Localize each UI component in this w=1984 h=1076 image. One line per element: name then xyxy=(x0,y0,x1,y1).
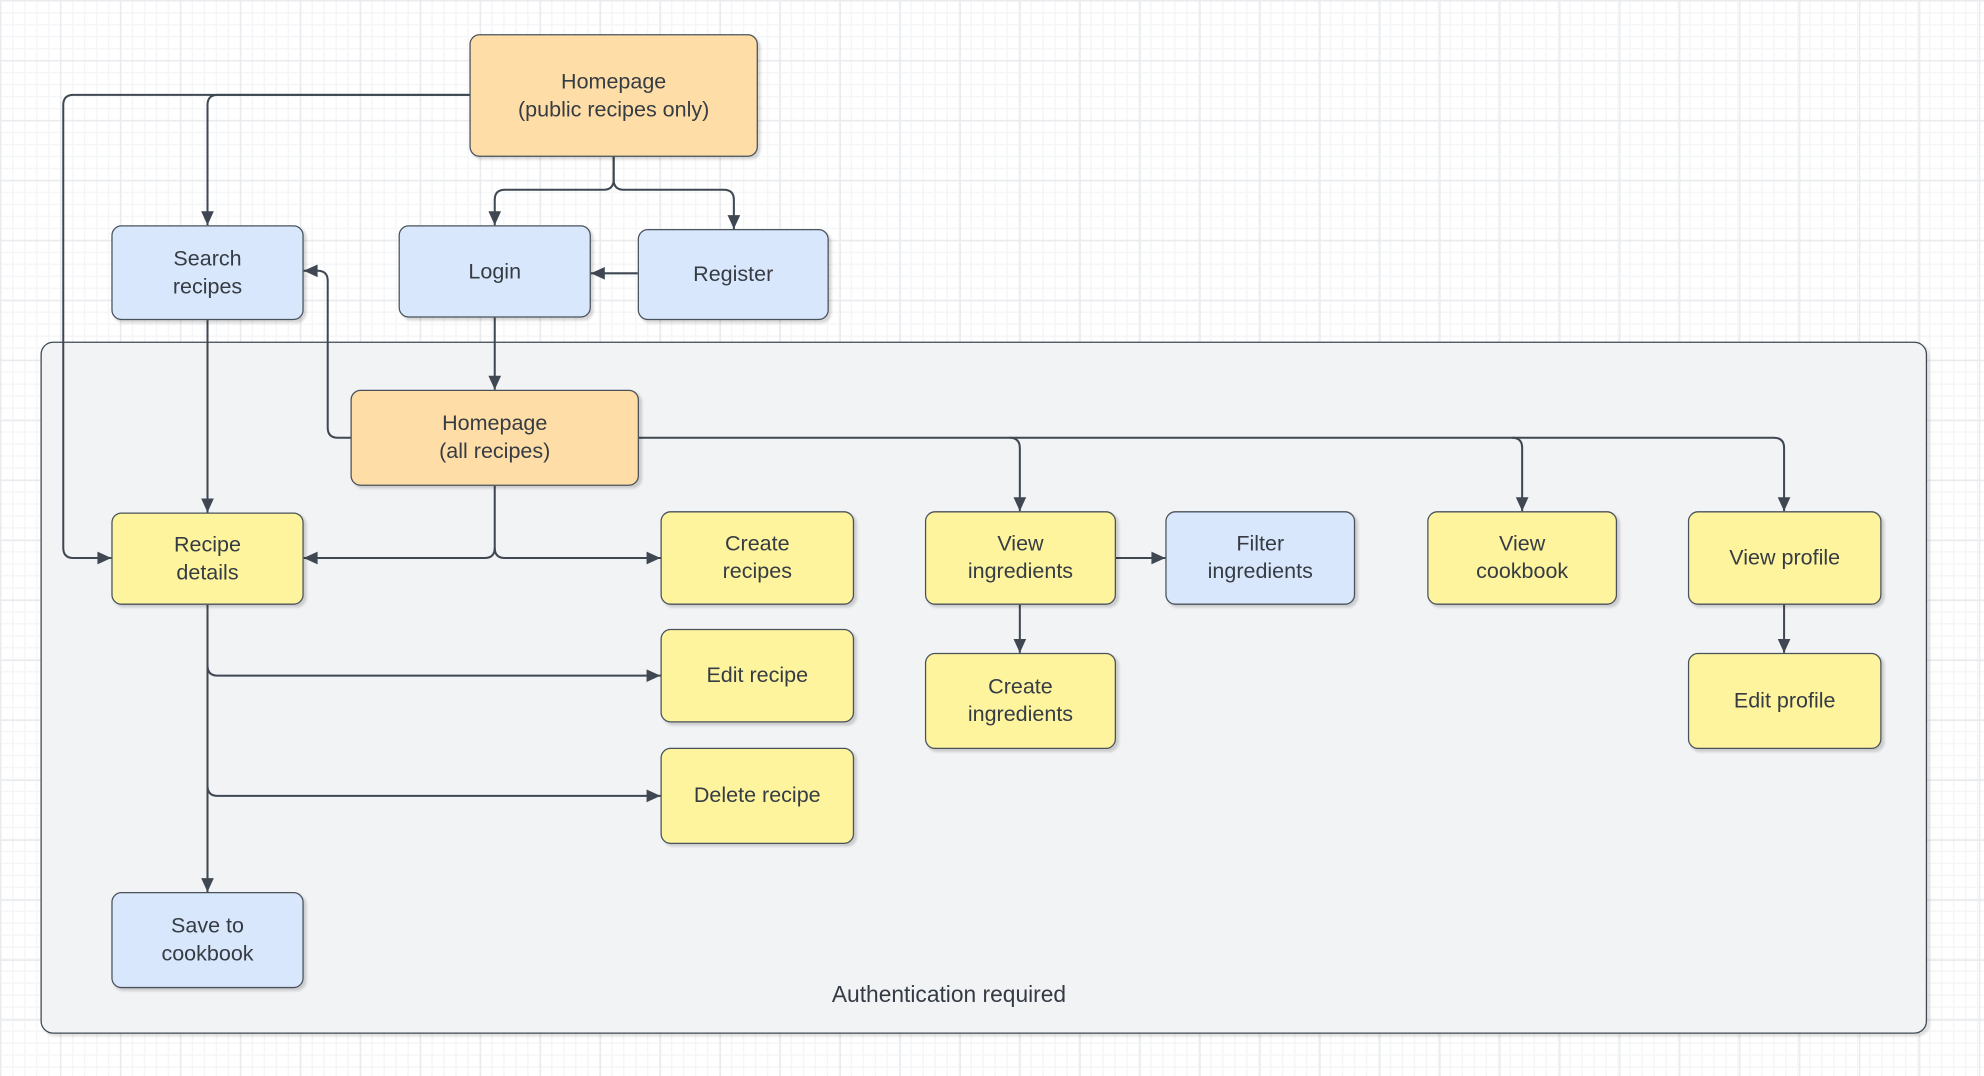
node-homepage-public: Homepage (public recipes only) xyxy=(469,34,758,157)
node-create-recipes: Create recipes xyxy=(660,511,855,605)
node-edit-profile: Edit profile xyxy=(1687,652,1882,750)
node-create-ingredients: Create ingredients xyxy=(924,652,1116,750)
edge-homepage-public-to-login xyxy=(488,156,615,226)
node-save-to-cookbook: Save to cookbook xyxy=(111,892,304,989)
node-homepage-all: Homepage (all recipes) xyxy=(350,389,639,486)
node-view-profile: View profile xyxy=(1687,511,1882,605)
node-view-cookbook: View cookbook xyxy=(1427,511,1618,605)
edge-homepage-public-to-register xyxy=(612,156,741,230)
auth-required-label: Authentication required xyxy=(831,981,1067,1008)
node-filter-ingredients: Filter ingredients xyxy=(1165,511,1356,605)
node-register: Register xyxy=(637,229,829,321)
node-search-recipes: Search recipes xyxy=(111,225,304,321)
edge-homepage-public-to-search-recipes xyxy=(201,93,470,226)
node-login: Login xyxy=(398,225,591,318)
node-edit-recipe: Edit recipe xyxy=(660,628,855,723)
node-delete-recipe: Delete recipe xyxy=(660,747,855,844)
node-recipe-details: Recipe details xyxy=(111,512,304,605)
node-view-ingredients: View ingredients xyxy=(924,511,1116,605)
